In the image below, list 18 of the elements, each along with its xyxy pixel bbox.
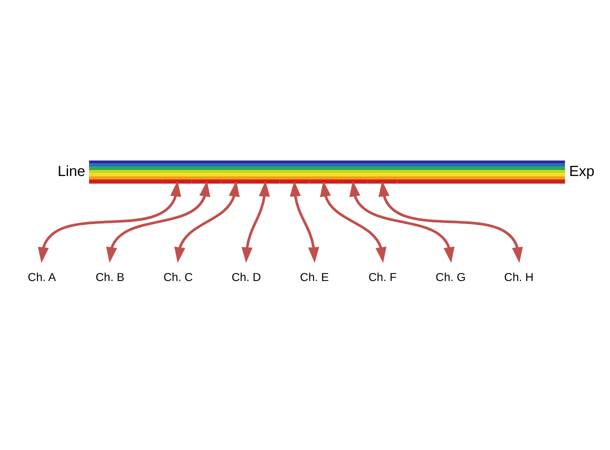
arrow [38,180,182,263]
node-text: Ch. G [436,272,466,284]
arrow [378,180,523,263]
arrow [242,180,270,264]
node-text: Ch. H [504,272,534,284]
arrow [174,180,240,263]
node-label: Exp [569,164,594,180]
arrow [320,180,386,263]
node-text: Ch. E [300,272,329,284]
node-text: Ch. D [232,272,262,284]
arrow [349,180,455,263]
node-label: Line [58,164,86,180]
arrow [106,180,210,263]
node-text: Ch. C [163,272,193,284]
arrow [290,180,320,264]
node-text: Ch. F [368,272,397,284]
node-text: Ch. A [28,272,56,284]
node-text: Ch. B [96,272,124,284]
